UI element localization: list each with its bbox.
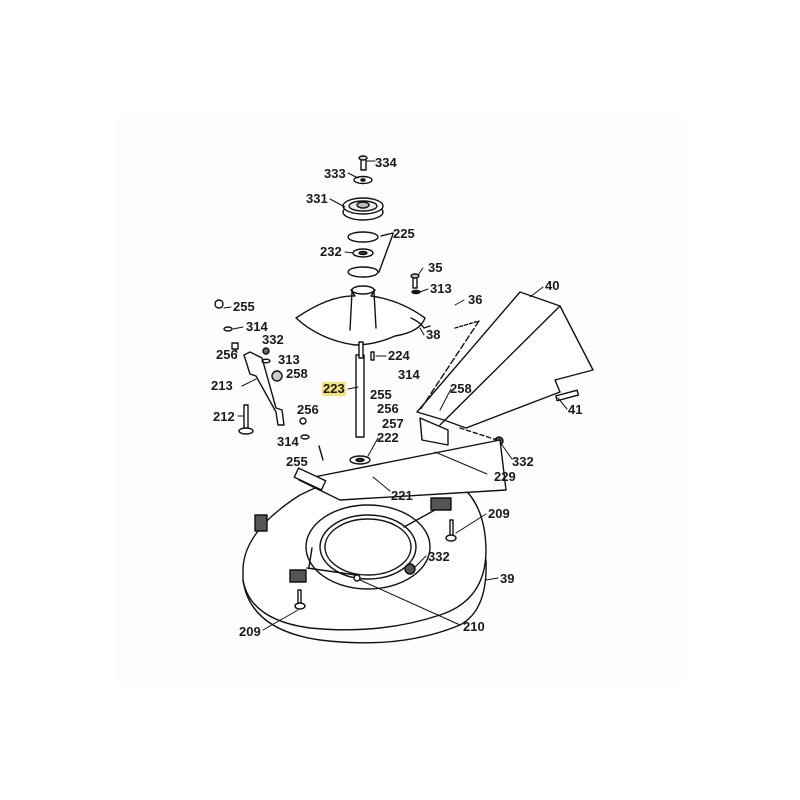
leader-lines [223, 160, 568, 631]
mower-deck [242, 439, 507, 644]
spindle-shaft [349, 341, 380, 479]
part-label-258[interactable]: 258 [286, 366, 308, 381]
part-label-258[interactable]: 258 [450, 381, 472, 396]
part-label-255[interactable]: 255 [233, 299, 255, 314]
part-label-209[interactable]: 209 [239, 624, 261, 639]
part-label-313[interactable]: 313 [430, 281, 452, 296]
part-label-35[interactable]: 35 [428, 260, 443, 275]
part-label-331[interactable]: 331 [306, 191, 328, 206]
part-label-210[interactable]: 210 [463, 619, 485, 634]
part-label-332[interactable]: 332 [512, 454, 534, 469]
part-label-255[interactable]: 255 [370, 387, 392, 402]
discharge-chute [410, 273, 594, 446]
pulley-assembly [342, 155, 394, 278]
part-label-223-highlighted[interactable]: 223 [322, 381, 346, 396]
part-label-232[interactable]: 232 [320, 244, 342, 259]
part-label-256[interactable]: 256 [216, 347, 238, 362]
part-label-255[interactable]: 255 [286, 454, 308, 469]
part-label-212[interactable]: 212 [213, 409, 235, 424]
part-label-36[interactable]: 36 [468, 292, 483, 307]
part-label-38[interactable]: 38 [426, 327, 441, 342]
part-label-333[interactable]: 333 [324, 166, 346, 181]
left-bracket [214, 299, 324, 461]
spindle-housing [295, 285, 431, 346]
part-label-222[interactable]: 222 [377, 430, 399, 445]
part-label-221[interactable]: 221 [391, 488, 413, 503]
part-label-225[interactable]: 225 [393, 226, 415, 241]
part-label-332[interactable]: 332 [262, 332, 284, 347]
part-label-40[interactable]: 40 [545, 278, 560, 293]
part-label-213[interactable]: 213 [211, 378, 233, 393]
part-label-39[interactable]: 39 [500, 571, 515, 586]
part-label-41[interactable]: 41 [568, 402, 583, 417]
part-label-257[interactable]: 257 [382, 416, 404, 431]
part-label-229[interactable]: 229 [494, 469, 516, 484]
part-label-314[interactable]: 314 [246, 319, 268, 334]
part-label-224[interactable]: 224 [388, 348, 410, 363]
part-label-256[interactable]: 256 [377, 401, 399, 416]
part-label-256[interactable]: 256 [297, 402, 319, 417]
part-label-334[interactable]: 334 [375, 155, 397, 170]
part-label-313[interactable]: 313 [278, 352, 300, 367]
part-label-209[interactable]: 209 [488, 506, 510, 521]
part-label-314[interactable]: 314 [277, 434, 299, 449]
part-label-314[interactable]: 314 [398, 367, 420, 382]
part-label-332[interactable]: 332 [428, 549, 450, 564]
